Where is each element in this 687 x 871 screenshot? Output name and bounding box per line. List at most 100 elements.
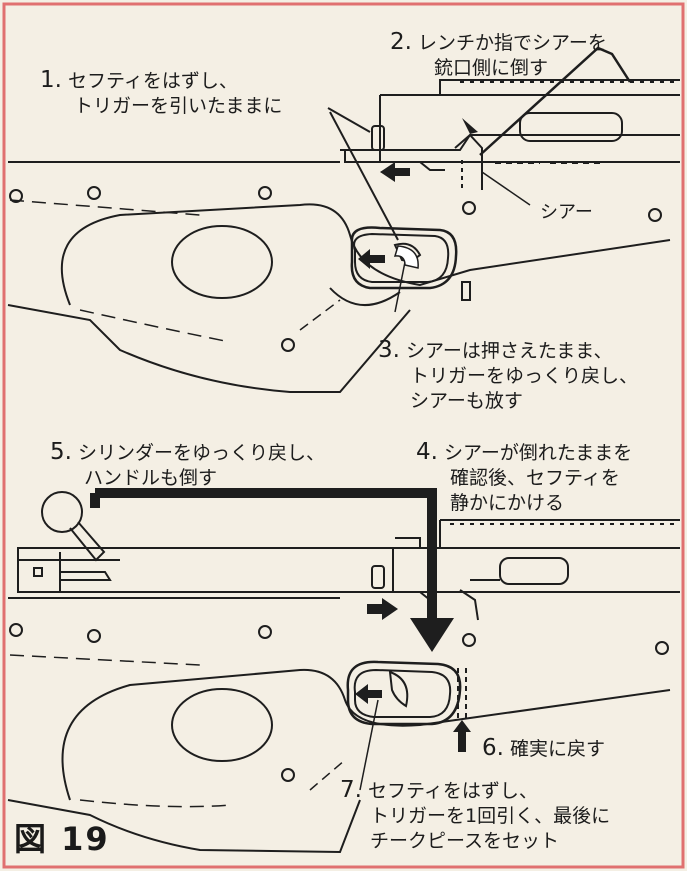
trigger-guard	[350, 226, 458, 290]
leader-line	[481, 171, 531, 206]
step-6-number: 6.	[482, 735, 504, 761]
stock-lower	[7, 799, 361, 854]
arrow-right-icon	[367, 598, 398, 620]
step-3-number: 3.	[378, 337, 400, 363]
curved-arrow-icon	[393, 245, 419, 269]
bolt-handle-stem	[69, 521, 106, 562]
bolt-handle-knob	[41, 491, 83, 533]
rail	[439, 519, 680, 548]
arrow-down-icon	[462, 118, 478, 134]
trigger-guard-inner	[353, 668, 452, 718]
step-3-line-2: トリガーをゆっくり戻し、	[410, 365, 639, 387]
arrow-down-icon	[410, 618, 454, 652]
ejection-port	[499, 557, 569, 585]
step-3-line-3: シアーも放す	[410, 390, 523, 412]
screw	[655, 641, 669, 655]
contour-line	[299, 299, 341, 331]
step-5-line-1: シリンダーをゆっくり戻し、	[78, 442, 326, 464]
screw	[9, 623, 23, 637]
step-4-line-2: 確認後、セフティを	[450, 467, 620, 489]
trigger	[388, 670, 409, 708]
step-5-line-2: ハンドルも倒す	[84, 467, 218, 489]
screw	[258, 625, 272, 639]
upper-receiver	[379, 94, 680, 151]
cylinder-pin	[33, 567, 43, 577]
step-4-line-3: 静かにかける	[450, 492, 565, 514]
arrow-up-icon	[453, 720, 471, 752]
screw	[87, 186, 101, 200]
sear	[459, 589, 479, 621]
top-gun-drawing	[7, 46, 680, 393]
bolt-lug	[60, 571, 112, 581]
step-1-line-1: セフティをはずし、	[68, 70, 238, 92]
contour-line	[79, 309, 231, 343]
leader-line	[394, 261, 406, 313]
safety-lever	[371, 125, 385, 151]
sear	[454, 133, 483, 190]
figure-title: 図 19	[14, 820, 110, 858]
leader-line	[329, 111, 399, 241]
leader-line	[327, 107, 371, 133]
leader-line	[359, 699, 379, 791]
bottom-gun-drawing	[7, 491, 680, 854]
step-4-line-1: シアーが倒れたままを	[444, 442, 633, 464]
step-6-line-1: 確実に戻す	[510, 738, 606, 760]
screw	[258, 186, 272, 200]
cylinder	[17, 547, 394, 593]
screw	[281, 338, 295, 352]
wrench-icon	[479, 46, 632, 156]
step-2-line-2: 銃口側に倒す	[434, 57, 549, 79]
screw	[648, 208, 662, 222]
rail	[439, 79, 680, 95]
screw	[462, 201, 476, 215]
step-5-number: 5.	[50, 439, 72, 465]
step-5-label: 5. シリンダーをゆっくり戻し、 ハンドルも倒す	[50, 440, 325, 491]
stock-lower	[7, 304, 411, 393]
screw	[281, 768, 295, 782]
trigger-guard	[346, 660, 462, 726]
arrow-left-icon	[355, 684, 382, 704]
step-7-number: 7.	[340, 777, 362, 803]
step-2-label: 2. レンチか指でシアーを 銃口側に倒す	[390, 30, 607, 81]
step-7-line-3: チークピースをセット	[370, 830, 560, 852]
arrow-left-icon	[380, 162, 410, 182]
step-2-line-1: レンチか指でシアーを	[418, 32, 607, 54]
step-7-line-1: セフティをはずし、	[368, 780, 538, 802]
contour-line	[9, 654, 201, 666]
screw	[87, 629, 101, 643]
arrow-left-icon	[358, 249, 385, 269]
step-2-number: 2.	[390, 29, 412, 55]
grip-curve	[329, 287, 401, 306]
step-7-line-2: トリガーを1回引く、最後に	[370, 805, 611, 827]
contour-line	[9, 199, 201, 216]
step-3-label: 3. シアーは押さえたまま、 トリガーをゆっくり戻し、 シアーも放す	[378, 338, 638, 414]
sling-stud	[461, 281, 471, 301]
step-4-number: 4.	[416, 439, 438, 465]
step-6-label: 6. 確実に戻す	[482, 736, 605, 762]
screw	[9, 189, 23, 203]
step-7-label: 7. セフティをはずし、 トリガーを1回引く、最後に チークピースをセット	[340, 778, 610, 854]
cylinder-path-line	[90, 488, 437, 620]
step-1-line-2: トリガーを引いたままに	[74, 95, 283, 117]
sear-label: シアー	[540, 202, 593, 223]
step-3-line-1: シアーは押さえたまま、	[406, 340, 613, 362]
step-4-label: 4. シアーが倒れたままを 確認後、セフティを 静かにかける	[416, 440, 632, 516]
thumbhole	[171, 225, 273, 299]
trigger-guard-inner	[353, 232, 450, 283]
safety-body	[340, 591, 431, 601]
screw	[462, 633, 476, 647]
receiver-step	[395, 537, 421, 548]
ejection-port	[519, 112, 623, 142]
safety-lever	[371, 565, 385, 589]
contour-line	[79, 799, 231, 808]
safety-body	[344, 150, 445, 171]
receiver-bottom	[340, 149, 680, 163]
stock-top	[60, 203, 671, 306]
step-1-label: 1. セフティをはずし、 トリガーを引いたままに	[40, 68, 282, 119]
thumbhole	[171, 688, 273, 762]
step-1-number: 1.	[40, 67, 62, 93]
contour-line	[309, 759, 346, 791]
